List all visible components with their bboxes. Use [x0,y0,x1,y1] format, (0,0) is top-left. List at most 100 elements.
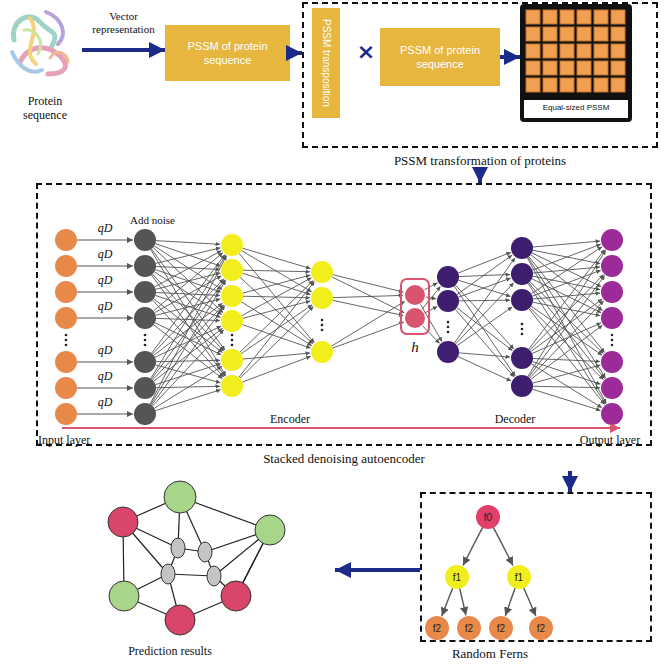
network-link [532,323,601,354]
ellipsis-dot [321,329,324,332]
matrix-cell [594,27,608,41]
network-link [455,309,514,377]
matrix-cell [594,44,608,58]
network-link [457,255,512,295]
graph-node [221,581,251,611]
ellipsis-dot [231,334,234,337]
network-link [151,275,224,376]
graph-edge-node [198,542,212,562]
hidden-layer-box: h [400,278,430,360]
network-link [242,356,310,382]
neuron [405,285,425,305]
network-link [240,277,313,344]
ellipsis-dot [447,331,450,334]
network-link [456,283,514,344]
process-box: PSSM transposition [312,8,340,118]
matrix-cell [543,10,557,24]
network-link [529,250,605,350]
neuron [134,255,156,277]
matrix-cell [577,78,591,92]
network-link [333,275,404,292]
edge-label: Vector representation [81,10,167,36]
neuron [134,281,156,303]
network-link [241,251,311,292]
matrix-cell [611,78,625,92]
network-link [458,357,511,381]
ellipsis-dot [611,339,614,342]
neuron [511,237,533,259]
neuron [134,403,156,425]
neuron [601,255,623,277]
ellipsis-dot [447,321,450,324]
tree-arrow [505,588,515,615]
node-text: f2 [497,623,505,634]
network-link [532,244,600,270]
node-text: Equal-sized PSSM [523,102,629,114]
network-link [457,307,512,346]
matrix-cell [611,44,625,58]
neuron [221,234,243,256]
neuron [55,351,77,373]
network-link [528,250,606,376]
network-link [333,300,404,315]
matrix-cell [526,44,540,58]
neuron [311,287,333,309]
dashed-group: Random Fernsf0f1f1f2f2f2f2 [420,492,652,664]
neuron [311,261,333,283]
network-link [152,274,223,351]
network-link [156,299,221,315]
neuron [55,255,77,277]
neuron [311,341,333,363]
network-link [533,365,601,383]
neuron [511,289,533,311]
ellipsis-dot [521,333,524,336]
matrix-cell [611,61,625,75]
fern-node: f0 [476,505,500,529]
network-link [150,256,226,405]
network-link [533,386,600,387]
protein-illustration [12,12,68,74]
node-text: PSSM of protein sequence [173,39,282,67]
fern-node: f2 [425,616,449,640]
network-link [154,325,223,379]
neuron [55,229,77,251]
network-link [332,322,403,348]
matrix-cell [594,78,608,92]
network-link [156,248,221,264]
graph-node [108,507,138,537]
network-link [527,258,606,404]
dashed-frame [36,183,652,446]
matrix-cell [611,10,625,24]
matrix-cell [526,61,540,75]
node-text: f2 [465,623,473,634]
ellipsis-dot [65,344,68,347]
neuron [221,310,243,332]
neuron [134,377,156,399]
network-link [240,306,314,378]
neuron [134,307,156,329]
network-link [155,390,220,411]
graph-edge-node [171,538,185,558]
matrix-frame [520,4,632,122]
matrix-label-strip [524,100,628,118]
noise-arrow [77,239,133,240]
caption-text: Prediction results [95,644,245,658]
network-link [151,255,226,378]
noise-symbol: qD [92,299,118,313]
network-link [332,277,404,313]
neuron [601,307,623,329]
matrix-cell [560,27,574,41]
neuron [437,341,459,363]
matrix-cell [577,27,591,41]
node-text: f2 [537,623,545,634]
network-link [529,276,605,378]
matrix-cell [560,78,574,92]
fern-node: f1 [507,565,531,589]
ellipsis-dot [447,326,450,329]
network-link [243,353,310,359]
matrix-cell [526,78,540,92]
neuron [405,308,425,328]
encoder-decoder-arrow [62,427,620,429]
neuron [221,259,243,281]
